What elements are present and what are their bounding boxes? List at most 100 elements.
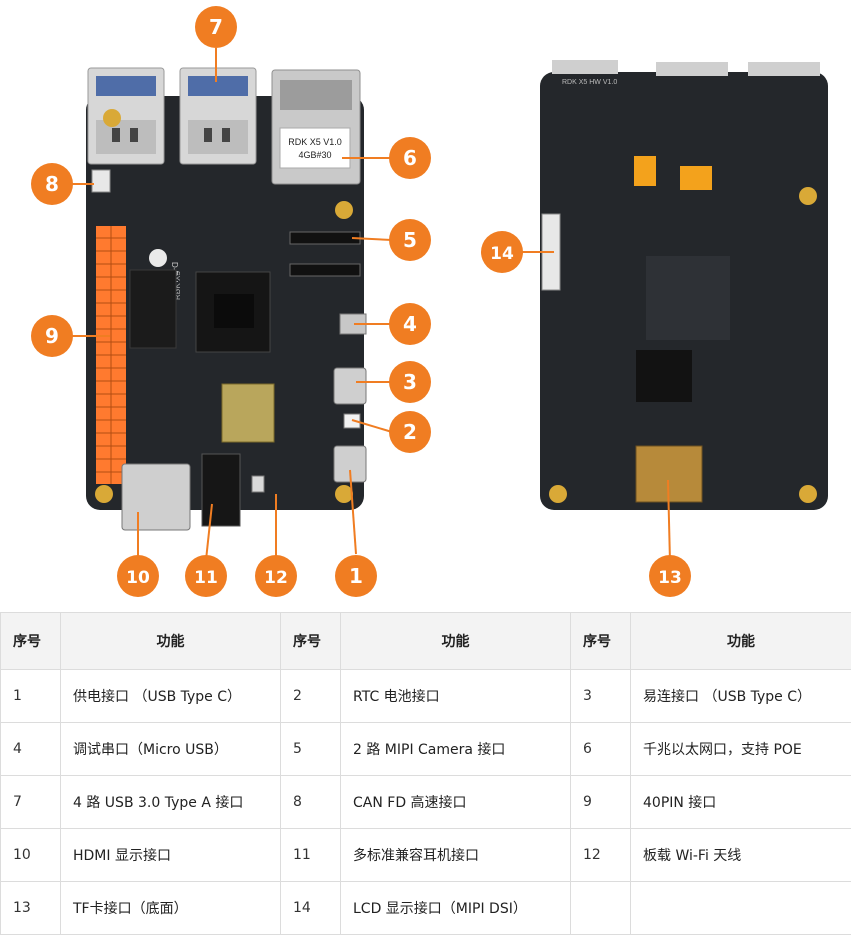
cell-index: 5 (280, 722, 341, 776)
back-chip-large (636, 350, 692, 402)
callout-5: 5 (389, 219, 431, 261)
svg-text:5: 5 (403, 228, 417, 252)
cell-function: TF卡接口（底面） (60, 881, 281, 935)
table-row: 7 4 路 USB 3.0 Type A 接口 8 CAN FD 高速接口 9 … (0, 775, 851, 829)
cell-function: 供电接口 （USB Type C） (60, 669, 281, 723)
usb-ports-back-left (552, 60, 618, 74)
table-row: 10 HDMI 显示接口 11 多标准兼容耳机接口 12 板载 Wi-Fi 天线 (0, 828, 851, 882)
ethernet-label-line2: 4GB#30 (298, 150, 331, 160)
mount-hole (799, 485, 817, 503)
callout-3: 3 (389, 361, 431, 403)
mount-hole (103, 109, 121, 127)
callout-13: 13 (649, 555, 691, 597)
soc-chip: RDK X5 (173, 271, 271, 353)
cell-function: 板载 Wi-Fi 天线 (630, 828, 851, 882)
svg-text:6: 6 (403, 146, 417, 170)
table-row: 4 调试串口（Micro USB） 5 2 路 MIPI Camera 接口 6… (0, 722, 851, 776)
hdmi-port (121, 463, 191, 531)
cell-index: 9 (570, 775, 631, 829)
header-function: 功能 (340, 612, 571, 670)
cell-index: 4 (0, 722, 61, 776)
cell-index: 11 (280, 828, 341, 882)
cell-function: 多标准兼容耳机接口 (340, 828, 571, 882)
mount-hole (799, 187, 817, 205)
callout-8: 8 (31, 163, 73, 205)
header-function: 功能 (630, 612, 851, 670)
cell-function (630, 881, 851, 935)
cell-function: HDMI 显示接口 (60, 828, 281, 882)
cell-function: RTC 电池接口 (340, 669, 571, 723)
cell-index: 1 (0, 669, 61, 723)
mount-hole (549, 485, 567, 503)
interface-table: 序号 功能 序号 功能 序号 功能 1 供电接口 （USB Type C） 2 … (0, 612, 851, 935)
callout-10: 10 (117, 555, 159, 597)
mount-hole (335, 201, 353, 219)
cell-function: 4 路 USB 3.0 Type A 接口 (60, 775, 281, 829)
cell-function: 易连接口 （USB Type C） (630, 669, 851, 723)
canfd-connector (91, 169, 111, 193)
svg-text:3: 3 (403, 370, 417, 394)
cell-index: 6 (570, 722, 631, 776)
cell-index (570, 881, 631, 935)
header-index: 序号 (570, 612, 631, 670)
cell-function: 40PIN 接口 (630, 775, 851, 829)
cell-function: 千兆以太网口，支持 POE (630, 722, 851, 776)
brand-logo (149, 249, 167, 267)
svg-text:8: 8 (45, 172, 59, 196)
callout-11: 11 (185, 555, 227, 597)
cell-function: LCD 显示接口（MIPI DSI） (340, 881, 571, 935)
mipi-camera-connector-1 (289, 231, 361, 245)
ethernet-label-line1: RDK X5 V1.0 (288, 137, 342, 147)
table-row: 13 TF卡接口（底面） 14 LCD 显示接口（MIPI DSI） (0, 881, 851, 935)
callout-7: 7 (195, 6, 237, 48)
callout-9: 9 (31, 315, 73, 357)
callout-12: 12 (255, 555, 297, 597)
usb-c-port-easy (333, 367, 367, 405)
ethernet-jack: RDK X5 V1.0 4GB#30 (271, 69, 361, 185)
usb3-port-right (179, 67, 257, 165)
header-function: 功能 (60, 612, 281, 670)
back-cap-2 (680, 166, 712, 190)
ram-chip (129, 269, 177, 349)
cell-index: 12 (570, 828, 631, 882)
cell-function: 2 路 MIPI Camera 接口 (340, 722, 571, 776)
soc-label: RDK X5 (173, 271, 182, 300)
cell-index: 8 (280, 775, 341, 829)
mipi-camera-connector-2 (289, 263, 361, 277)
cell-index: 7 (0, 775, 61, 829)
callout-2: 2 (389, 411, 431, 453)
svg-text:2: 2 (403, 420, 417, 444)
cell-index: 14 (280, 881, 341, 935)
board-diagram: RDK X5 V1.0 4GB#30 (31, 6, 828, 597)
svg-text:1: 1 (349, 564, 363, 588)
cell-index: 13 (0, 881, 61, 935)
headphone-jack (201, 453, 241, 527)
usb3-port-left (87, 67, 165, 165)
callout-1: 1 (335, 555, 377, 597)
callouts: 1 2 3 4 5 6 7 8 9 10 11 12 13 14 (31, 6, 691, 597)
gpio-header-40pin (96, 226, 126, 484)
mount-hole (335, 485, 353, 503)
svg-text:10: 10 (126, 568, 150, 588)
back-silk-label: RDK X5 HW V1.0 (562, 79, 617, 86)
svg-text:4: 4 (403, 312, 417, 336)
svg-text:13: 13 (658, 568, 682, 588)
svg-text:7: 7 (209, 15, 223, 39)
wifi-module (221, 383, 275, 443)
callout-14: 14 (481, 231, 523, 273)
cell-index: 2 (280, 669, 341, 723)
wifi-antenna-connector (251, 475, 265, 493)
svg-text:14: 14 (490, 244, 514, 264)
board-back: RDK X5 HW V1.0 (540, 60, 828, 510)
header-index: 序号 (0, 612, 61, 670)
usb-ports-back-right (748, 62, 820, 76)
back-cap-1 (634, 156, 656, 186)
table-header-row: 序号 功能 序号 功能 序号 功能 (0, 612, 851, 670)
svg-text:11: 11 (194, 568, 218, 588)
leader-lines (72, 48, 671, 563)
cell-index: 10 (0, 828, 61, 882)
table-row: 1 供电接口 （USB Type C） 2 RTC 电池接口 3 易连接口 （U… (0, 669, 851, 723)
callout-6: 6 (389, 137, 431, 179)
cell-index: 3 (570, 669, 631, 723)
cell-function: CAN FD 高速接口 (340, 775, 571, 829)
